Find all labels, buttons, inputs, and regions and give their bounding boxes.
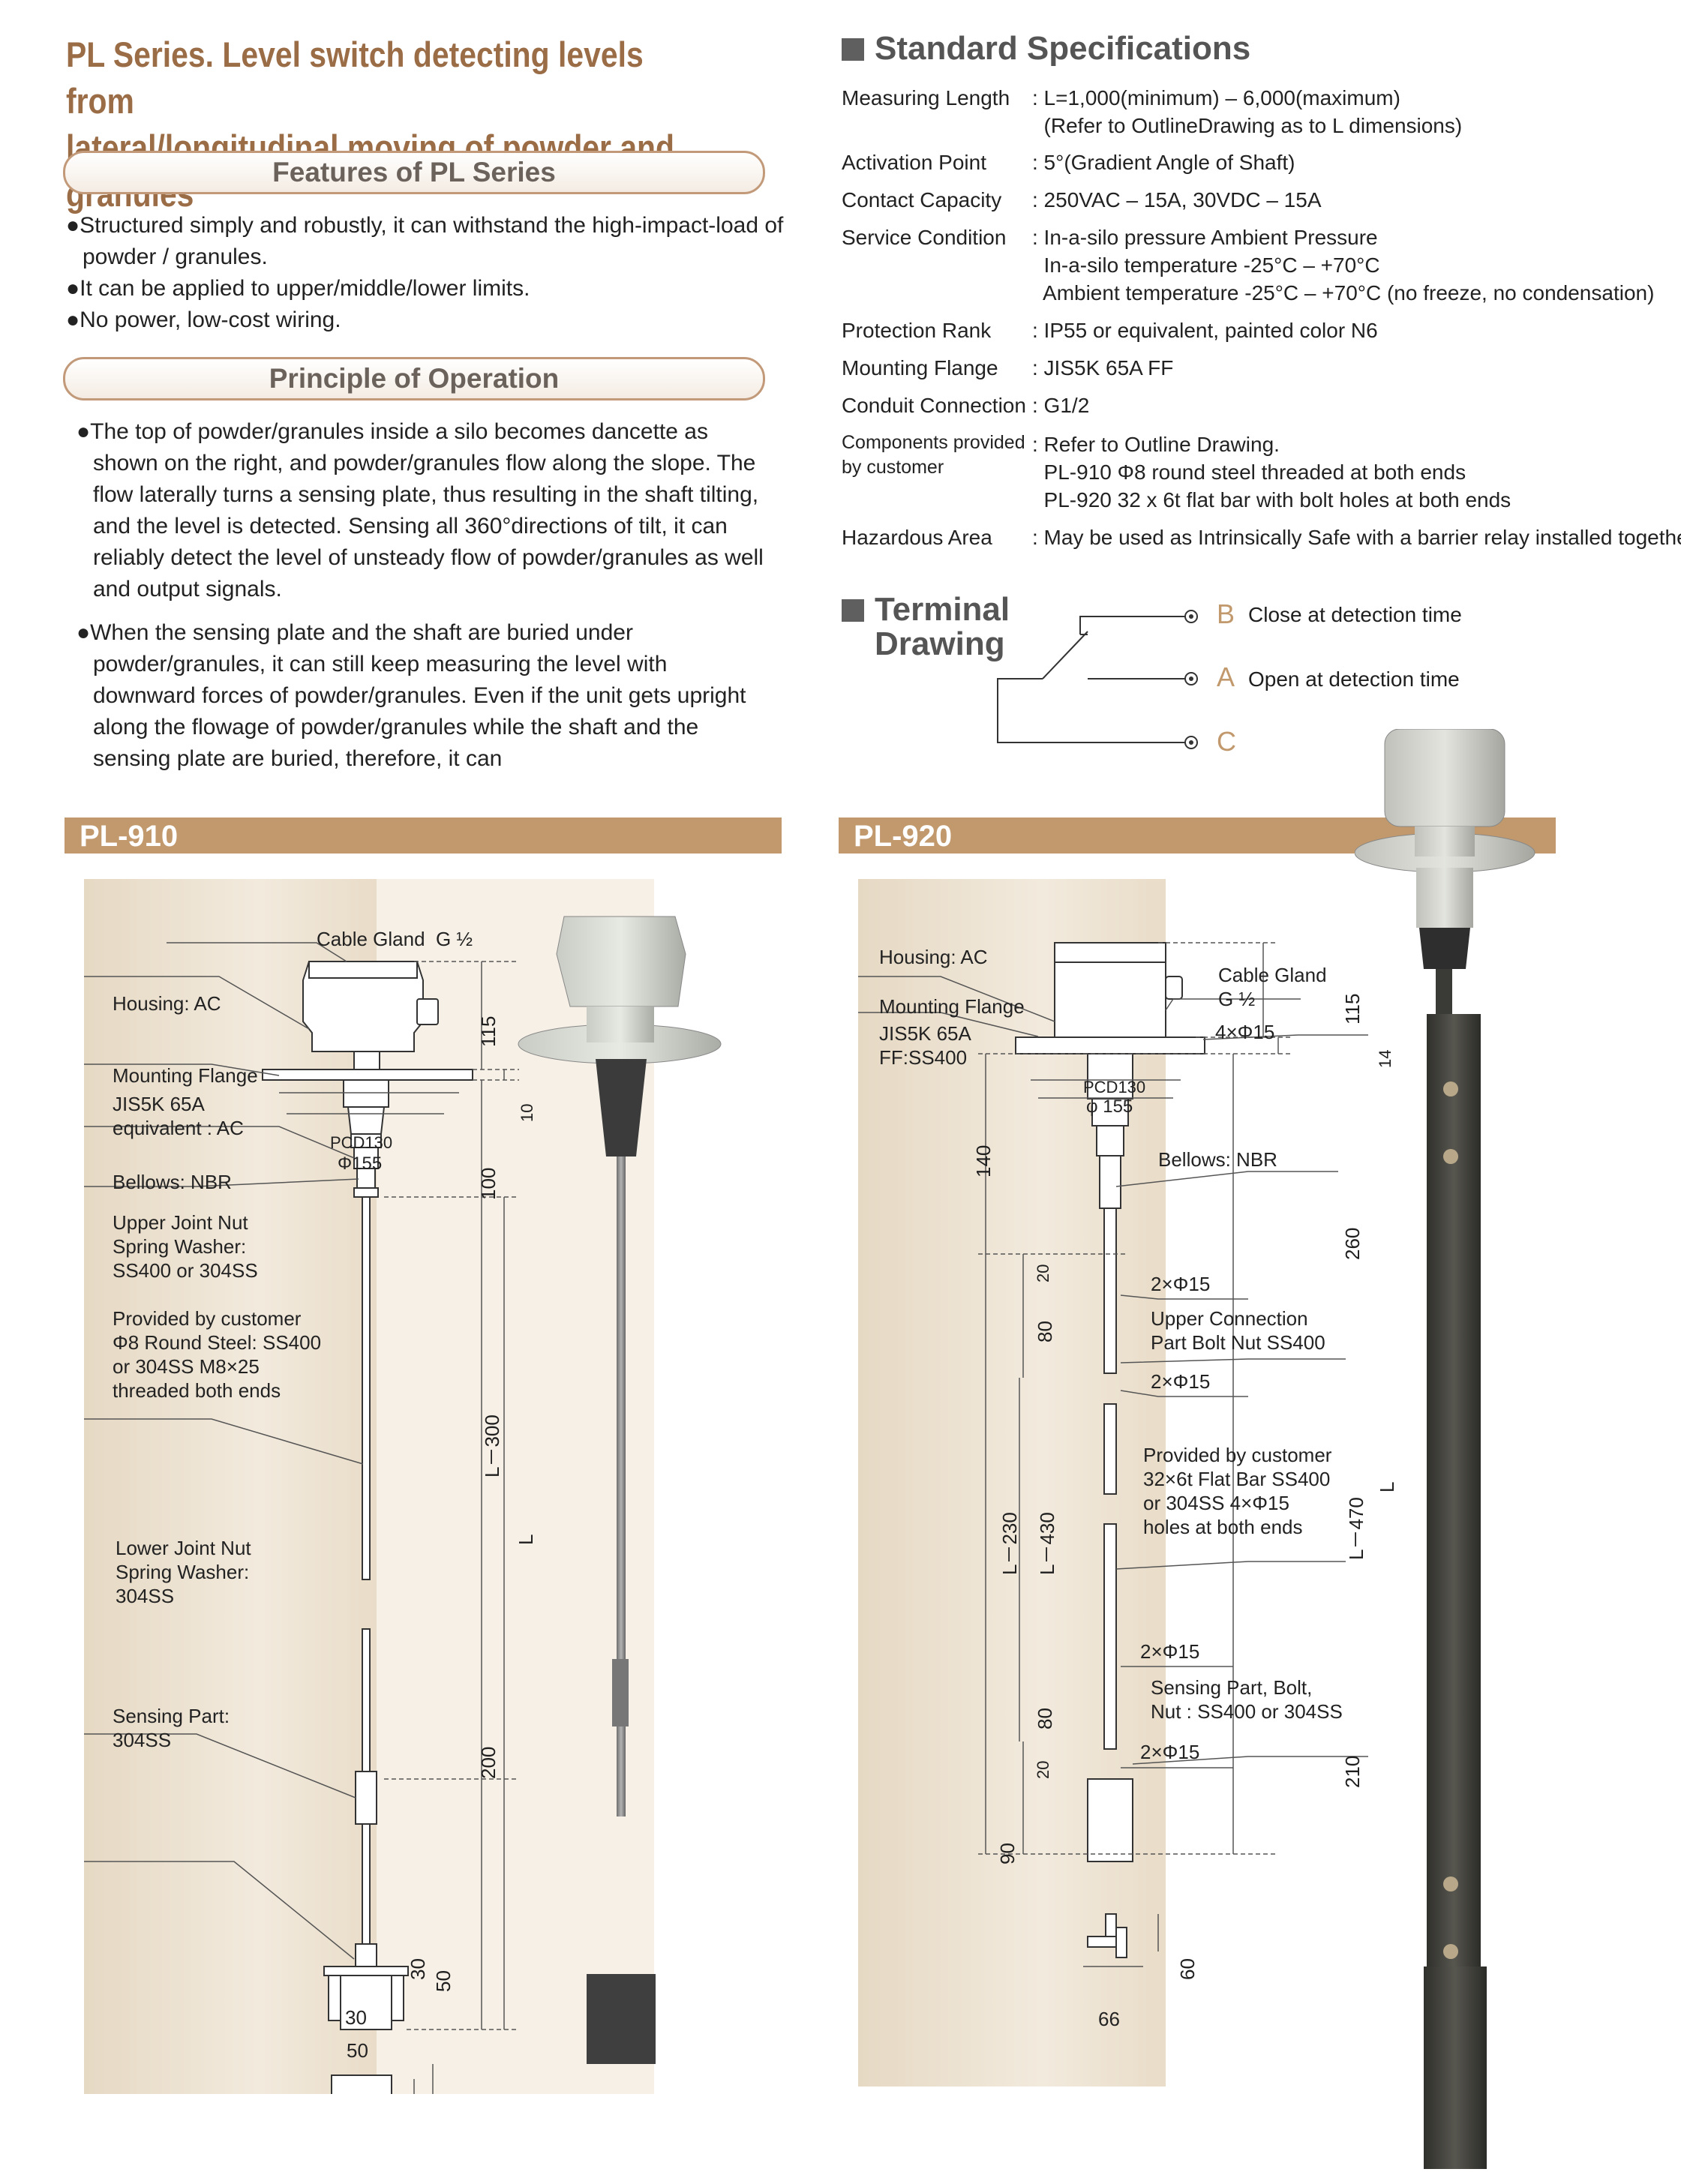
pl920-holes4-label: 4×Φ15 [1215, 1021, 1275, 1043]
pl920-dim-66: 66 [1098, 2008, 1120, 2030]
pl920-dim-20b: 20 [1034, 1760, 1052, 1779]
pl910-customer-label: Provided by customer Φ8 Round Steel: SS4… [113, 1307, 322, 1402]
spec-label: Service Condition [842, 226, 1007, 249]
square-bullet-icon [842, 599, 864, 622]
pl920-sensing-label: Sensing Part, Bolt, Nut : SS400 or 304SS [1151, 1676, 1343, 1723]
pl920-cable-gland-label: Cable Gland G ½ [1218, 964, 1327, 1010]
principle-paragraph: ●When the sensing plate and the shaft ar… [77, 620, 746, 771]
terminal-wiring-diagram [997, 610, 1198, 749]
pl920-dim-l430: L－430 [1036, 1512, 1058, 1575]
pl920-phi-label: φ 155 [1086, 1096, 1133, 1117]
pl920-outline-drawing [858, 942, 1368, 1967]
pl910-dim-115: 115 [477, 1016, 500, 1047]
square-bullet-icon [842, 38, 864, 61]
spec-value: : 5°(Gradient Angle of Shaft) [1032, 151, 1295, 174]
terminal-b-text: Close at detection time [1248, 603, 1462, 626]
terminal-b-letter: B [1217, 598, 1235, 629]
spec-value: : May be used as Intrinsically Safe with… [1032, 526, 1681, 549]
pl910-dim-10: 10 [518, 1103, 536, 1122]
spec-value: : Refer to Outline Drawing. PL-910 Φ8 ro… [1032, 433, 1511, 512]
terminal-heading: Terminal Drawing [842, 592, 1010, 662]
pl920-dim-140: 140 [972, 1144, 995, 1178]
pl910-dim-l300: L－300 [481, 1414, 503, 1478]
feature-item: ●It can be applied to upper/middle/lower… [66, 276, 530, 301]
pl920-dim-80b: 80 [1034, 1708, 1056, 1730]
pl920-dim-20a: 20 [1034, 1264, 1052, 1282]
pl910-dim-50-horizontal: 50 [347, 2039, 368, 2062]
pl920-bellows-label: Bellows: NBR [1158, 1148, 1277, 1171]
pl910-dim-50-vertical: 50 [432, 1970, 455, 1992]
pl920-dim-260: 260 [1341, 1227, 1364, 1260]
principle-paragraph: ●The top of powder/granules inside a sil… [77, 419, 764, 602]
specs-heading: Standard Specifications [842, 30, 1250, 68]
spec-value: : JIS5K 65A FF [1032, 356, 1174, 380]
pl910-dim-30-vertical: 30 [407, 1958, 429, 1980]
pl920-dim-210: 210 [1341, 1755, 1364, 1788]
pl920-upper-connection-label: Upper Connection Part Bolt Nut SS400 [1151, 1307, 1325, 1354]
pl920-hole-label-c: 2×Φ15 [1140, 1640, 1200, 1663]
terminal-c-letter: C [1217, 726, 1236, 757]
pl910-flange-spec-label: JIS5K 65A equivalent : AC [113, 1093, 244, 1139]
pl910-dim-200: 200 [477, 1746, 500, 1779]
spec-value: : 250VAC – 15A, 30VDC – 15A [1032, 188, 1322, 212]
pl910-upper-joint-label: Upper Joint Nut Spring Washer: SS400 or … [113, 1211, 258, 1282]
spec-label: Mounting Flange [842, 356, 998, 380]
spec-value: : L=1,000(minimum) – 6,000(maximum) (Ref… [1032, 86, 1463, 137]
pl910-pcd-label: PCD130 [330, 1133, 393, 1152]
spec-label: Measuring Length [842, 86, 1010, 110]
spec-label: Components provided by customer [842, 432, 1025, 478]
pl920-dim-80a: 80 [1034, 1321, 1056, 1342]
features-heading: Features of PL Series [63, 151, 765, 194]
pl920-dim-l: L [1376, 1481, 1398, 1492]
pl920-dim-60: 60 [1176, 1958, 1199, 1980]
pl910-sensing-label: Sensing Part: 304SS [113, 1705, 230, 1751]
spec-label: Protection Rank [842, 319, 992, 342]
pl920-customer-label: Provided by customer 32×6t Flat Bar SS40… [1143, 1444, 1332, 1538]
spec-label: Conduit Connection [842, 394, 1026, 417]
pl920-dim-l470: L－470 [1345, 1497, 1367, 1560]
pl910-dim-30-horizontal: 30 [345, 2006, 367, 2029]
pl920-hole-label-a: 2×Φ15 [1151, 1273, 1211, 1295]
pl920-pcd-label: PCD130 [1083, 1078, 1146, 1096]
principle-text: ●The top of powder/granules inside a sil… [77, 416, 767, 787]
pl920-hole-label-d: 2×Φ15 [1140, 1741, 1200, 1763]
pl910-outline-drawing [84, 942, 519, 2094]
pl910-housing-label: Housing: AC [113, 992, 221, 1015]
pl920-housing-label: Housing: AC [879, 946, 988, 968]
feature-item: ●Structured simply and robustly, it can … [66, 213, 784, 269]
pl920-product-photo [1355, 729, 1535, 2169]
spec-value: : IP55 or equivalent, painted color N6 [1032, 319, 1378, 342]
spec-label: Contact Capacity [842, 188, 1002, 212]
pl910-lower-joint-label: Lower Joint Nut Spring Washer: 304SS [116, 1537, 251, 1607]
spec-label: Activation Point [842, 151, 986, 174]
pl910-dim-100: 100 [477, 1167, 500, 1200]
spec-value: : G1/2 [1032, 394, 1090, 417]
principle-heading: Principle of Operation [63, 357, 765, 400]
pl920-dim-115: 115 [1341, 993, 1364, 1024]
pl920-flange-spec-label: JIS5K 65A FF:SS400 [879, 1022, 971, 1069]
pl910-bellows-label: Bellows: NBR [113, 1171, 232, 1193]
feature-item: ●No power, low-cost wiring. [66, 308, 341, 332]
pl910-band: PL-910 [65, 818, 782, 854]
features-list: ●Structured simply and robustly, it can … [66, 210, 786, 336]
pl920-mounting-flange-label: Mounting Flange [879, 995, 1025, 1018]
terminal-a-letter: A [1217, 662, 1235, 692]
pl920-dim-90: 90 [996, 1843, 1019, 1864]
pl910-background [84, 879, 377, 2094]
pl910-mounting-flange-label: Mounting Flange [113, 1064, 258, 1087]
pl910-dim-l: L [515, 1534, 537, 1545]
spec-value: : In-a-silo pressure Ambient Pressure In… [1032, 226, 1655, 304]
pl920-dim-l230: L－230 [998, 1512, 1021, 1575]
spec-label: Hazardous Area [842, 526, 992, 549]
pl910-phi-label: Φ155 [338, 1154, 383, 1174]
pl910-cable-gland-label: Cable Gland G ½ [317, 928, 473, 950]
specs-table: Measuring Length : L=1,000(minimum) – 6,… [842, 84, 1681, 549]
pl910-product-photo [518, 916, 722, 2064]
pl920-hole-label-b: 2×Φ15 [1151, 1370, 1211, 1393]
terminal-a-text: Open at detection time [1248, 668, 1460, 691]
pl920-dim-14: 14 [1376, 1049, 1394, 1068]
